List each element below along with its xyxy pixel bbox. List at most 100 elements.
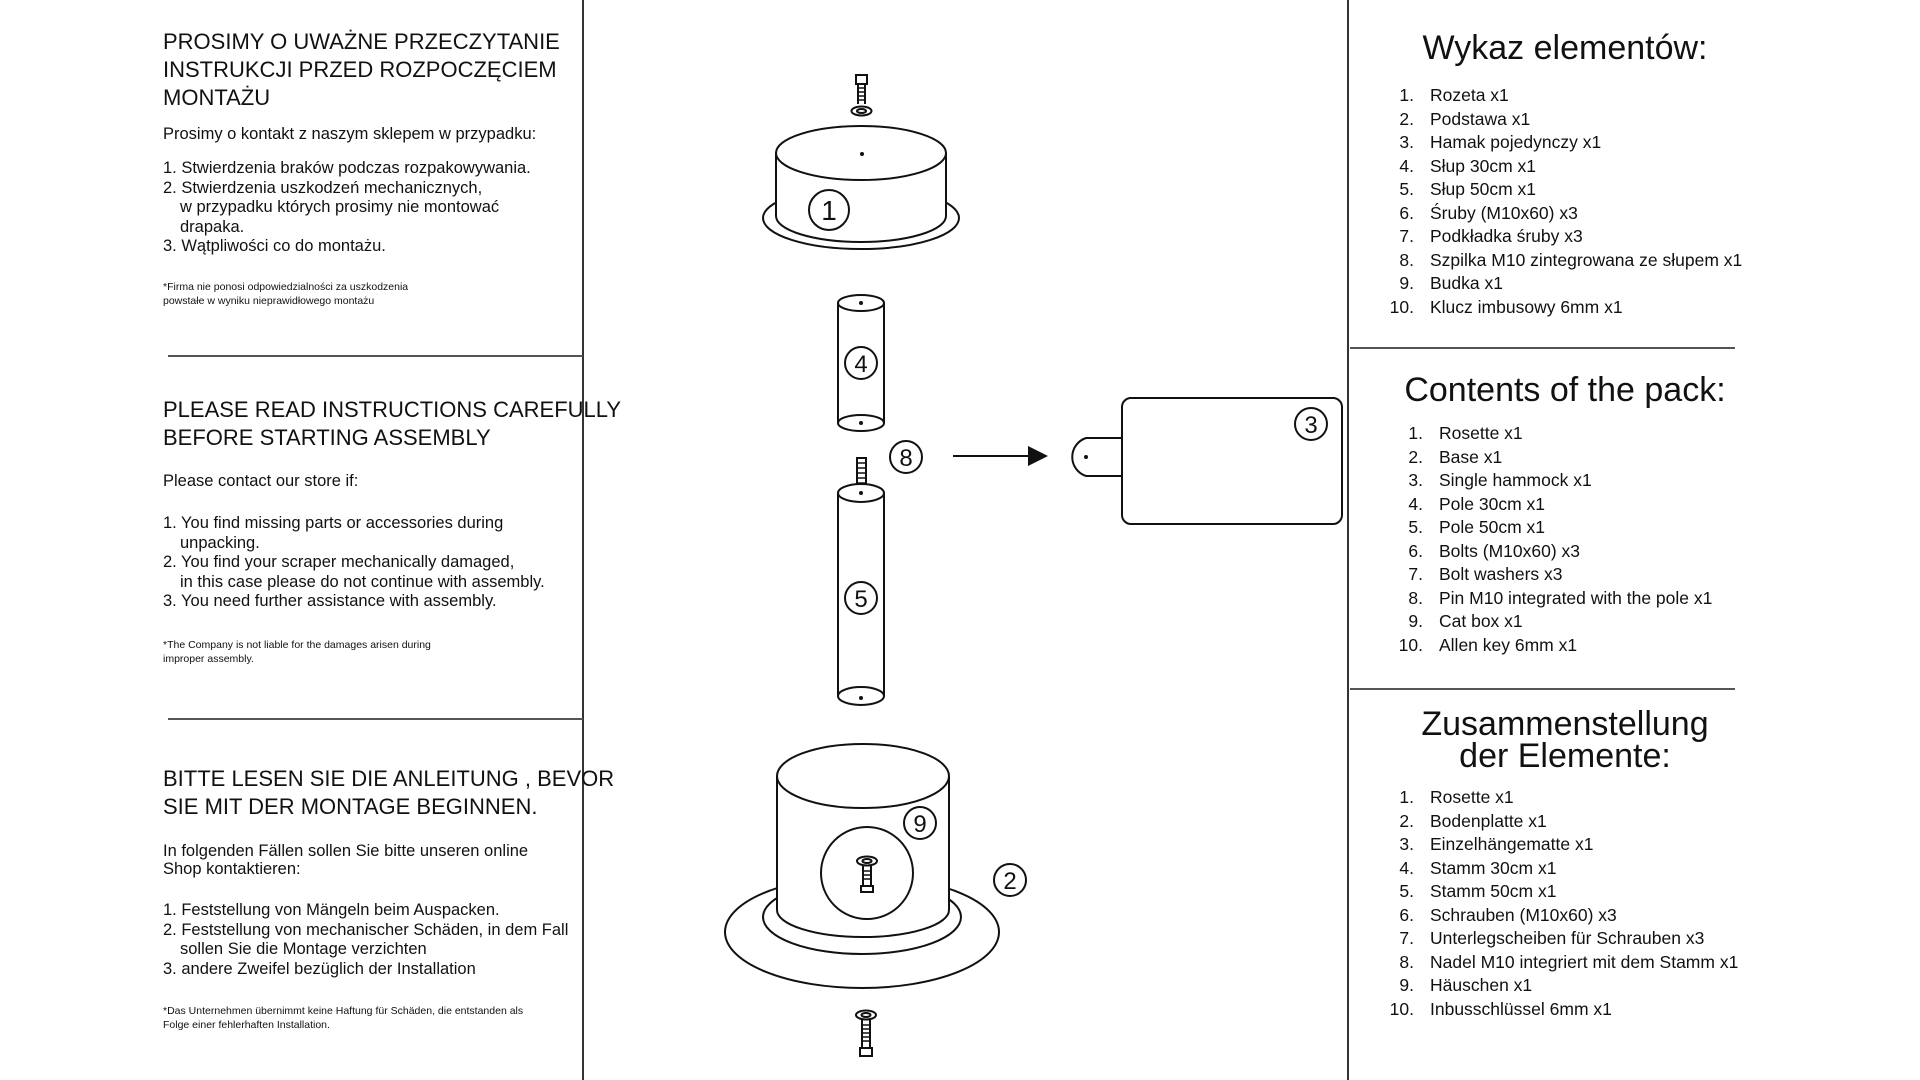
inner-bolt-icon <box>856 855 878 893</box>
long-pole-part: 5 <box>837 483 885 706</box>
parts-title-german-line: Zusammenstellung <box>1421 705 1709 743</box>
list-item: 3. Wątpliwości co do montażu. <box>163 237 386 255</box>
list-item: 1.Rozeta x1 <box>1378 84 1742 108</box>
german-heading-line: SIE MIT DER MONTAGE BEGINNEN. <box>163 794 538 819</box>
polish-contact-list: 1. Stwierdzenia braków podczas rozpakowy… <box>163 159 583 257</box>
item-number: 4. <box>1399 857 1414 878</box>
list-item: 6. Schrauben (M10x60) x3 <box>1378 904 1738 928</box>
item-text: Rosette x1 <box>1430 787 1514 807</box>
polish-heading: PROSIMY O UWAŻNE PRZECZYTANIE INSTRUKCJI… <box>163 28 560 112</box>
list-item: 3.Single hammock x1 <box>1387 469 1712 493</box>
hammock-part: 3 <box>1071 397 1343 525</box>
item-text: Słup 30cm x1 <box>1430 155 1537 176</box>
item-number: 6. <box>1399 202 1414 223</box>
item-number: 6. <box>1408 540 1423 561</box>
english-heading-line: BEFORE STARTING ASSEMBLY <box>163 425 491 450</box>
polish-heading-line: MONTAŻU <box>163 85 271 110</box>
item-number: 5. <box>1399 881 1414 901</box>
item-number: 10. <box>1389 296 1414 317</box>
item-text: Einzelhängematte x1 <box>1430 834 1594 854</box>
item-number: 10. <box>1398 634 1423 655</box>
top-bolt-icon <box>850 74 873 117</box>
german-contact-list: 1. Feststellung von Mängeln beim Auspack… <box>163 901 583 979</box>
german-disclaimer: *Das Unternehmen übernimmt keine Haftung… <box>163 1004 583 1032</box>
list-item: 1. Stwierdzenia braków podczas rozpakowy… <box>163 159 531 177</box>
item-number: 8. <box>1399 951 1414 972</box>
rosette-part: 1 <box>762 125 960 250</box>
list-item: 3. andere Zweifel bezüglich der Installa… <box>163 959 476 978</box>
parts-title-english: Contents of the pack: <box>1404 371 1726 409</box>
disclaimer-line: *The Company is not liable for the damag… <box>163 639 431 651</box>
item-text: Stamm 50cm x1 <box>1430 881 1557 901</box>
item-text: Klucz imbusowy 6mm x1 <box>1430 296 1623 317</box>
section-divider-pl-en <box>168 355 583 357</box>
item-number: 10. <box>1389 998 1414 1019</box>
list-item: 2.Podstawa x1 <box>1378 108 1742 132</box>
list-item: 6. Śruby (M10x60) x3 <box>1378 202 1742 226</box>
parts-title-german: Zusammenstellung der Elemente: <box>1345 705 1785 775</box>
list-item: 1. Feststellung von Mängeln beim Auspack… <box>163 901 500 919</box>
item-number: 8. <box>1408 587 1423 608</box>
english-intro: Please contact our store if: <box>163 472 359 490</box>
left-column-divider <box>582 0 584 1080</box>
list-item: 1. Rosette x1 <box>1378 786 1738 810</box>
pin-label: 8 <box>899 445 912 472</box>
item-text: Szpilka M10 zintegrowana ze słupem x1 <box>1430 249 1743 270</box>
list-item: 6.Bolts (M10x60) x3 <box>1387 540 1712 564</box>
list-item: 9.Häuschen x1 <box>1378 974 1738 998</box>
list-item: 1.Rosette x1 <box>1387 422 1712 446</box>
item-text: Bolt washers x3 <box>1439 564 1563 584</box>
disclaimer-line: *Das Unternehmen übernimmt keine Haftung… <box>163 1005 524 1017</box>
item-number: 2. <box>1408 446 1423 467</box>
polish-intro: Prosimy o kontakt z naszym sklepem w prz… <box>163 125 537 143</box>
item-number: 1. <box>1399 787 1414 807</box>
cat-box-label: 9 <box>913 811 926 838</box>
list-item: 8. Nadel M10 integriert mit dem Stamm x1 <box>1378 951 1738 975</box>
item-text: Bodenplatte x1 <box>1430 810 1547 831</box>
item-text: Base x1 <box>1439 446 1503 467</box>
polish-heading-line: PROSIMY O UWAŻNE PRZECZYTANIE <box>163 29 560 54</box>
item-number: 1. <box>1399 85 1414 105</box>
pin-part: 8 <box>856 440 923 491</box>
short-pole-label: 4 <box>854 351 867 378</box>
parts-title-german-line: der Elemente: <box>1459 737 1671 775</box>
item-number: 7. <box>1399 226 1414 246</box>
item-text: Podkładka śruby x3 <box>1430 226 1583 246</box>
list-item: 3. Einzelhängematte x1 <box>1378 833 1738 857</box>
polish-heading-line: INSTRUKCJI PRZED ROZPOCZĘCIEM <box>163 57 557 82</box>
item-number: 9. <box>1408 611 1423 631</box>
list-item: 10.Allen key 6mm x1 <box>1387 634 1712 658</box>
disclaimer-line: Folge einer fehlerhaften Installation. <box>163 1019 330 1031</box>
list-item: 3. You need further assistance with asse… <box>163 592 497 610</box>
item-number: 4. <box>1408 493 1423 514</box>
list-item: 8.Szpilka M10 zintegrowana ze słupem x1 <box>1378 249 1742 273</box>
bottom-bolt-icon <box>855 1009 877 1057</box>
list-item: 5.Pole 50cm x1 <box>1387 516 1712 540</box>
item-number: 7. <box>1408 564 1423 584</box>
english-disclaimer: *The Company is not liable for the damag… <box>163 638 493 666</box>
item-text: Schrauben (M10x60) x3 <box>1430 904 1617 925</box>
list-item: 10. Inbusschlüssel 6mm x1 <box>1378 998 1738 1022</box>
disclaimer-line: improper assembly. <box>163 653 254 665</box>
item-number: 9. <box>1399 273 1414 293</box>
section-divider-en-de <box>168 718 583 720</box>
german-intro-line: Shop kontaktieren: <box>163 860 301 878</box>
parts-list-polish: 1.Rozeta x1 2.Podstawa x1 3.Hamak pojedy… <box>1378 84 1743 319</box>
cat-box-part: 9 <box>776 743 950 938</box>
rosette-label: 1 <box>821 195 837 226</box>
item-text: Nadel M10 integriert mit dem Stamm x1 <box>1430 951 1739 972</box>
item-text: Pole 50cm x1 <box>1439 517 1546 537</box>
item-text: Słup 50cm x1 <box>1430 179 1537 199</box>
item-text: Śruby (M10x60) x3 <box>1430 202 1578 223</box>
item-number: 6. <box>1399 904 1414 925</box>
list-item: 7.Unterlegscheiben für Schrauben x3 <box>1378 927 1738 951</box>
german-heading: BITTE LESEN SIE DIE ANLEITUNG , BEVOR SI… <box>163 765 614 821</box>
item-text: Inbusschlüssel 6mm x1 <box>1430 998 1612 1019</box>
list-item: 3.Hamak pojedynczy x1 <box>1378 131 1742 155</box>
list-item: 9.Cat box x1 <box>1387 610 1712 634</box>
list-item: 7. Bolt washers x3 <box>1387 563 1712 587</box>
item-number: 3. <box>1399 834 1414 854</box>
english-heading-line: PLEASE READ INSTRUCTIONS CAREFULLY <box>163 397 622 422</box>
list-item: 2. Stwierdzenia uszkodzeń mechanicznych,… <box>163 178 500 236</box>
